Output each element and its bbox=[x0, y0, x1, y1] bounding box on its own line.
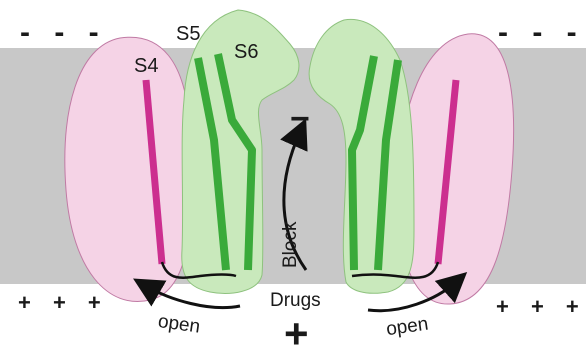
s5-label: S5 bbox=[176, 23, 200, 45]
bottom-charges-left: + + + bbox=[18, 290, 109, 315]
s4-label: S4 bbox=[134, 55, 158, 77]
open-label-left: open bbox=[157, 311, 202, 338]
top-charges-right: - - - bbox=[498, 16, 585, 49]
s6-label: S6 bbox=[234, 41, 258, 63]
open-label-right: open bbox=[385, 314, 430, 341]
bottom-charges-right: + + + bbox=[496, 294, 586, 319]
block-label: Block bbox=[280, 221, 301, 268]
drugs-label: Drugs bbox=[270, 290, 321, 311]
voltage-sensor-left bbox=[65, 37, 192, 301]
top-charges-left: - - - bbox=[20, 16, 107, 49]
minus-sign: − bbox=[290, 100, 310, 138]
plus-sign: + bbox=[284, 310, 309, 350]
